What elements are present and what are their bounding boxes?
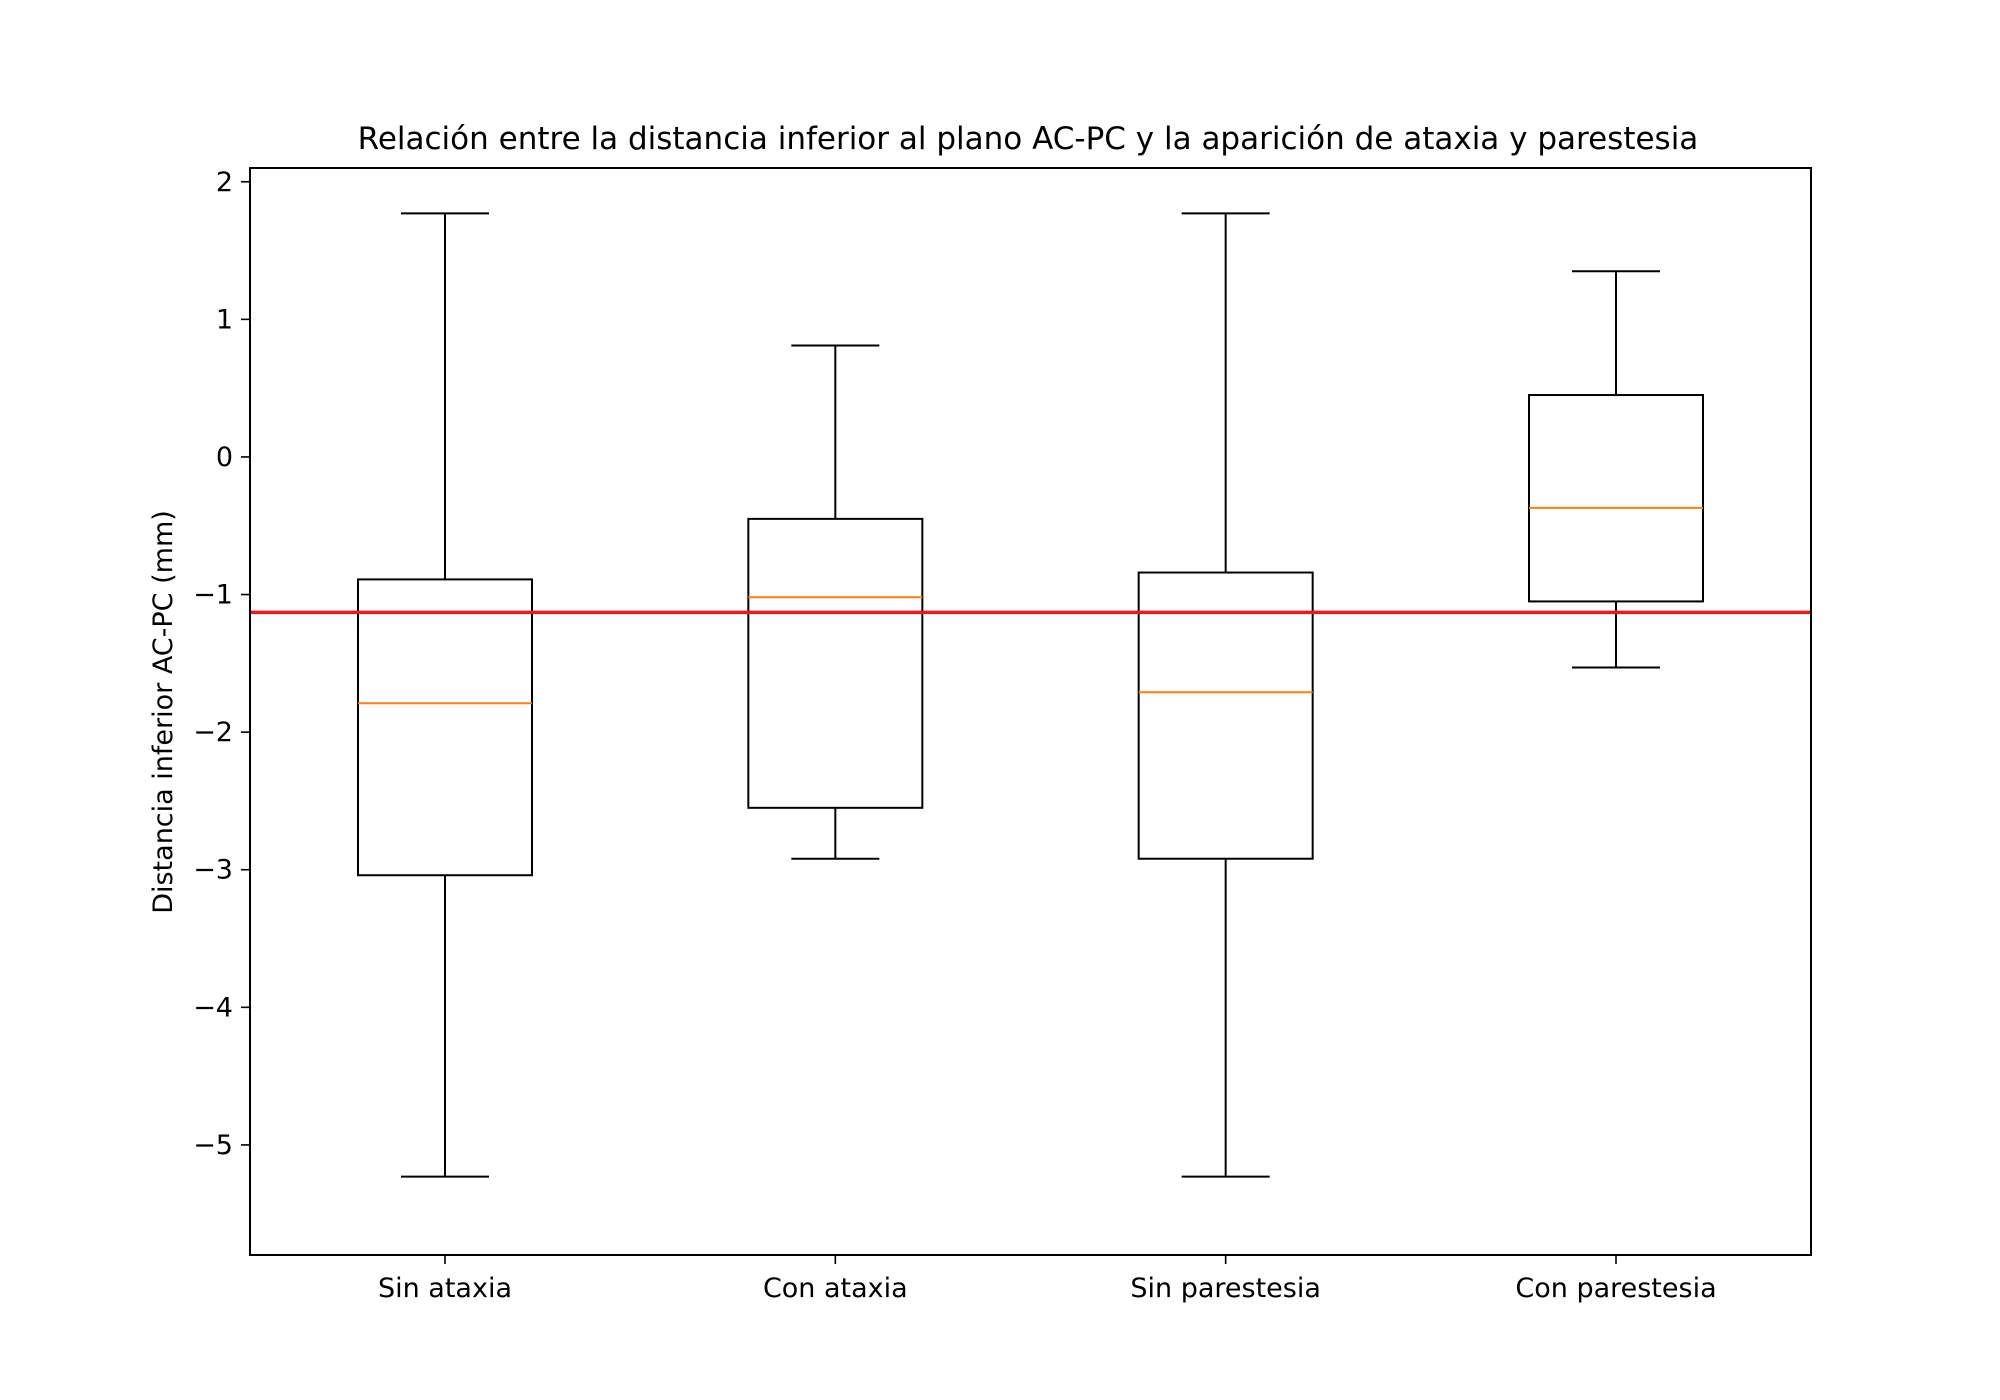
box-3	[1137, 212, 1314, 1178]
box-4	[1528, 270, 1704, 669]
iqr-box	[1137, 571, 1314, 860]
x-tick-label: Sin parestesia	[1130, 1273, 1321, 1304]
box-2	[747, 344, 924, 860]
iqr-box	[357, 578, 533, 877]
y-tick-label: 2	[216, 167, 233, 198]
y-axis-label: Distancia inferior AC-PC (mm)	[148, 510, 179, 914]
y-tick-label: −1	[193, 580, 233, 611]
chart-title: Relación entre la distancia inferior al …	[358, 121, 1699, 157]
iqr-box	[747, 517, 924, 809]
x-tick-label: Sin ataxia	[378, 1273, 512, 1304]
x-tick-label: Con parestesia	[1515, 1273, 1716, 1304]
y-tick-label: 0	[216, 442, 233, 473]
y-tick-label: −3	[193, 855, 233, 886]
y-tick-label: 1	[216, 304, 233, 335]
y-tick-label: −2	[193, 717, 233, 748]
plot-frame	[249, 167, 1812, 1256]
box-1	[357, 212, 533, 1178]
iqr-box	[1528, 394, 1704, 603]
y-tick-label: −4	[193, 992, 233, 1023]
y-tick-label: −5	[193, 1130, 233, 1161]
x-tick-label: Con ataxia	[763, 1273, 908, 1304]
